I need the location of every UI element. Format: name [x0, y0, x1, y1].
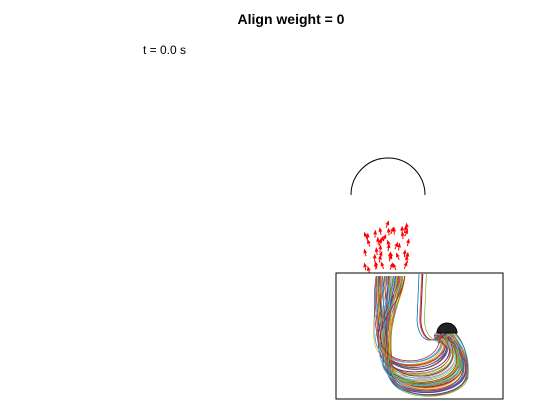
particle-arrow [392, 262, 397, 271]
inset-axes [335, 272, 504, 400]
particle-arrow [374, 260, 379, 269]
trajectory-line [416, 273, 444, 341]
particle-arrow [378, 238, 382, 246]
particle-arrow [405, 255, 409, 264]
particle-arrow [363, 248, 368, 257]
particle-arrow [386, 243, 391, 252]
trajectory-line [377, 275, 468, 395]
particle-arrow [378, 227, 383, 236]
particle-arrow [367, 238, 371, 247]
particle-arrow [378, 250, 383, 259]
particle-arrow [374, 247, 379, 256]
trajectory-line [380, 275, 465, 392]
trajectory-line [389, 275, 458, 384]
particle-arrow [376, 236, 381, 245]
particle-arrow [373, 229, 378, 238]
particle-swarm [363, 220, 410, 274]
particle-arrow [403, 261, 408, 269]
trajectory-lines [373, 273, 469, 397]
particle-arrow [402, 249, 407, 258]
trajectory-line [389, 275, 463, 389]
particle-arrow [372, 253, 377, 262]
particle-arrow [378, 244, 383, 253]
particle-arrow [363, 262, 368, 271]
particle-arrow [403, 225, 408, 234]
inset-axes-frame [335, 272, 504, 400]
particle-arrow [389, 251, 394, 260]
trajectory-line [419, 273, 446, 341]
trajectory-line [377, 275, 450, 373]
particle-arrow [404, 222, 409, 231]
figure-title: Align weight = 0 [238, 11, 345, 27]
particle-arrow [386, 227, 391, 236]
dome-obstacle-arc [350, 157, 426, 196]
particle-arrow [405, 251, 410, 260]
particle-arrow [396, 242, 401, 251]
particle-arrow [386, 239, 391, 248]
particle-arrow [396, 252, 400, 260]
trajectory-line [376, 275, 447, 365]
particle-arrow [364, 231, 368, 240]
particle-arrow [394, 241, 398, 250]
trajectory-line [381, 275, 461, 386]
particle-arrow [377, 254, 382, 263]
trajectory-line [378, 275, 447, 366]
trajectory-line [373, 275, 446, 363]
particle-arrow [385, 220, 390, 229]
particle-arrow [389, 262, 394, 270]
particle-arrow [373, 261, 378, 270]
inset-obstacle [436, 322, 458, 334]
particle-arrow [392, 226, 397, 235]
particle-arrow [365, 232, 370, 241]
particle-arrow [380, 261, 385, 270]
time-label: t = 0.0 s [143, 43, 186, 57]
trajectory-line [424, 273, 451, 341]
trajectory-line [420, 273, 448, 341]
particle-arrow [366, 265, 371, 274]
particle-arrow [404, 229, 409, 237]
particle-arrow [406, 238, 410, 247]
particle-arrow [390, 226, 394, 235]
particle-arrow [382, 233, 387, 242]
particle-arrow [400, 225, 405, 234]
